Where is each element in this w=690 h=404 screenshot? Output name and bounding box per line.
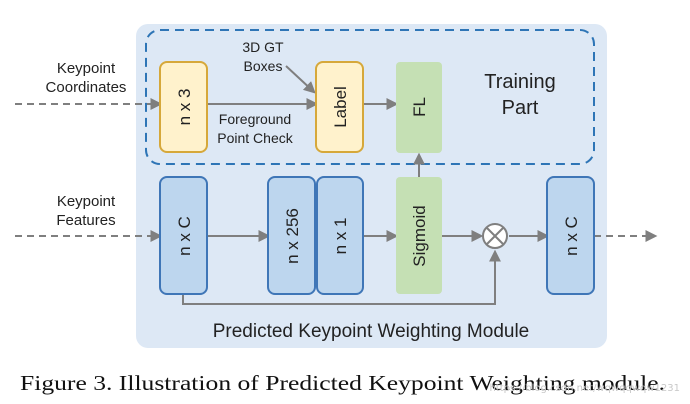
box-fc1 <box>316 176 364 295</box>
arrow-gtboxes-to-label <box>285 65 316 94</box>
box-sigmoid <box>396 177 442 294</box>
box-fl-text: FL <box>410 97 429 117</box>
watermark: https://blog.csdn.net/wqwqqwqw1231 <box>489 383 680 394</box>
module-label: Predicted Keypoint Weighting Module <box>213 321 530 342</box>
box-fc256-text: n x 256 <box>283 208 302 264</box>
box-coords-text: n x 3 <box>175 89 194 126</box>
box-label-text: Label <box>331 86 350 128</box>
box-fl <box>396 62 442 153</box>
box-output-text: n x C <box>562 216 581 256</box>
multiply-icon <box>482 223 508 249</box>
box-output <box>546 176 595 295</box>
box-features-text: n x C <box>175 216 194 256</box>
box-coords <box>159 61 208 153</box>
training-part-border <box>145 29 595 165</box>
box-label <box>315 61 364 153</box>
box-features <box>159 176 208 295</box>
box-sigmoid-text: Sigmoid <box>410 205 429 266</box>
figure-caption: Figure 3. Illustration of Predicted Keyp… <box>20 371 665 395</box>
box-fc1-text: n x 1 <box>331 218 350 255</box>
box-fc256 <box>267 176 316 295</box>
arrow-skip-connection <box>182 249 501 305</box>
